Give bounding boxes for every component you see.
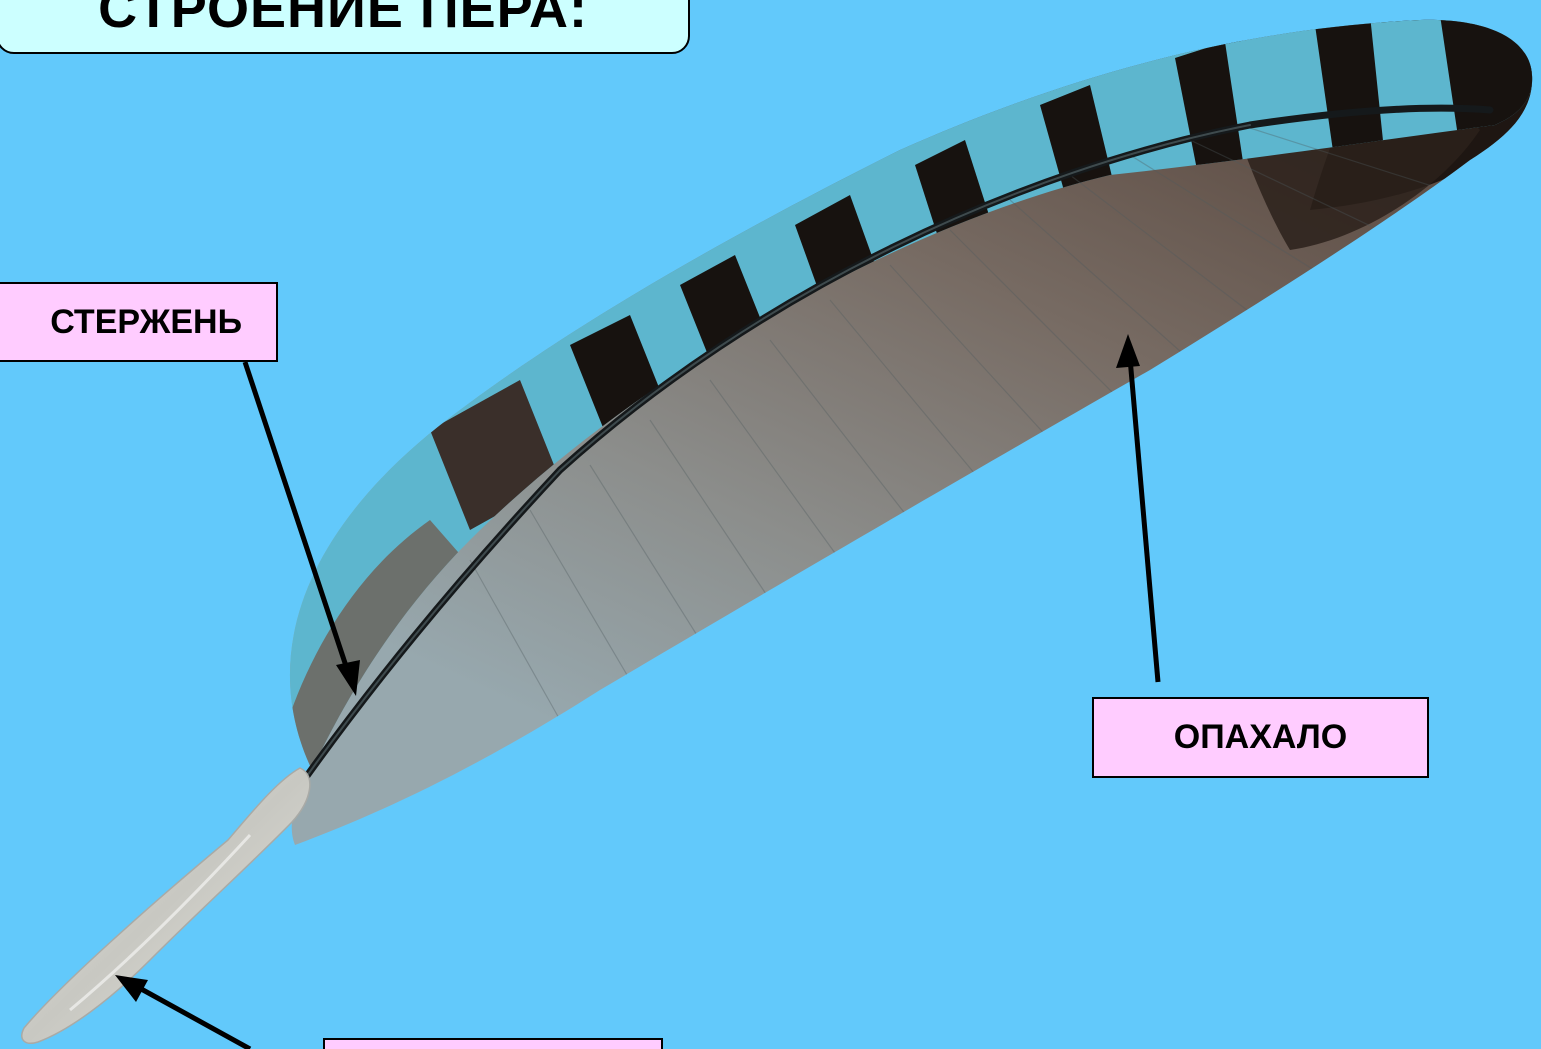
quill-label-box [323,1038,663,1049]
shaft-label: СТЕРЖЕНЬ [50,303,242,342]
vane-label: ОПАХАЛО [1174,718,1347,757]
diagram-title: СТРОЕНИЕ ПЕРА: [98,0,588,40]
diagram-title-box: СТРОЕНИЕ ПЕРА: [0,0,690,54]
shaft-label-box: СТЕРЖЕНЬ [0,282,278,362]
vane-label-box: ОПАХАЛО [1092,697,1429,778]
